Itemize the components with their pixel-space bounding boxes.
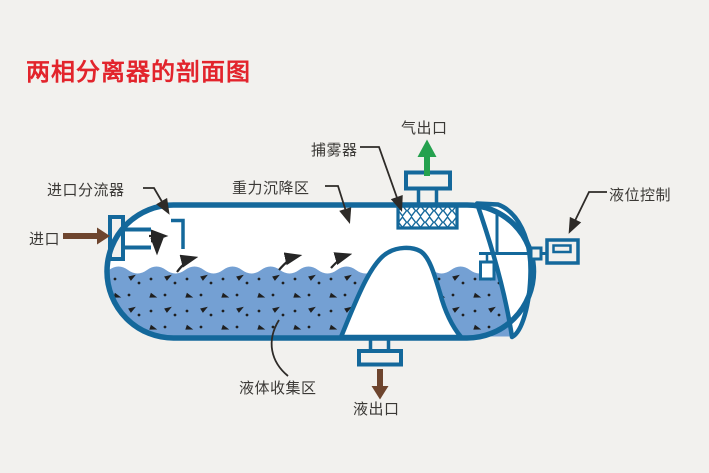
surface-flow-arrow-1-icon [176,254,199,273]
label-liquid-outlet: 液出口 [353,400,400,418]
label-level-control: 液位控制 [609,186,672,204]
page-title: 两相分离器的剖面图 [26,58,251,86]
label-liquid-collection-zone: 液体收集区 [239,379,317,397]
liquid-outlet-flange [357,349,403,367]
level-wall-connector [529,246,543,261]
liquid-outlet-arrow-icon [371,369,389,400]
level-float [479,260,496,281]
leader-liquid-zone [270,319,289,377]
level-controller-display [552,244,572,254]
inlet-arrow-icon [63,227,110,245]
gas-outlet-arrow-icon [417,139,437,176]
label-mist-extractor: 捕雾器 [311,141,358,159]
surface-flow-arrow-3-icon [330,252,353,269]
label-inlet: 进口 [29,230,61,248]
vessel-outline [104,202,537,341]
right-head-crescent [474,201,533,340]
leader-inlet-diverter [143,187,170,215]
vortex-breaker-hump [338,245,464,340]
leader-mist-extractor [360,146,403,212]
mist-extractor-pad [396,202,459,230]
label-gas-outlet: 气出口 [401,119,448,137]
leader-level-control [568,191,607,234]
label-gravity-settling-zone: 重力沉降区 [232,179,310,197]
label-inlet-diverter: 进口分流器 [47,181,125,199]
inlet-diverter-baffle [171,218,185,249]
surface-flow-arrow-2-icon [278,252,303,271]
leader-gravity-zone [325,185,352,225]
